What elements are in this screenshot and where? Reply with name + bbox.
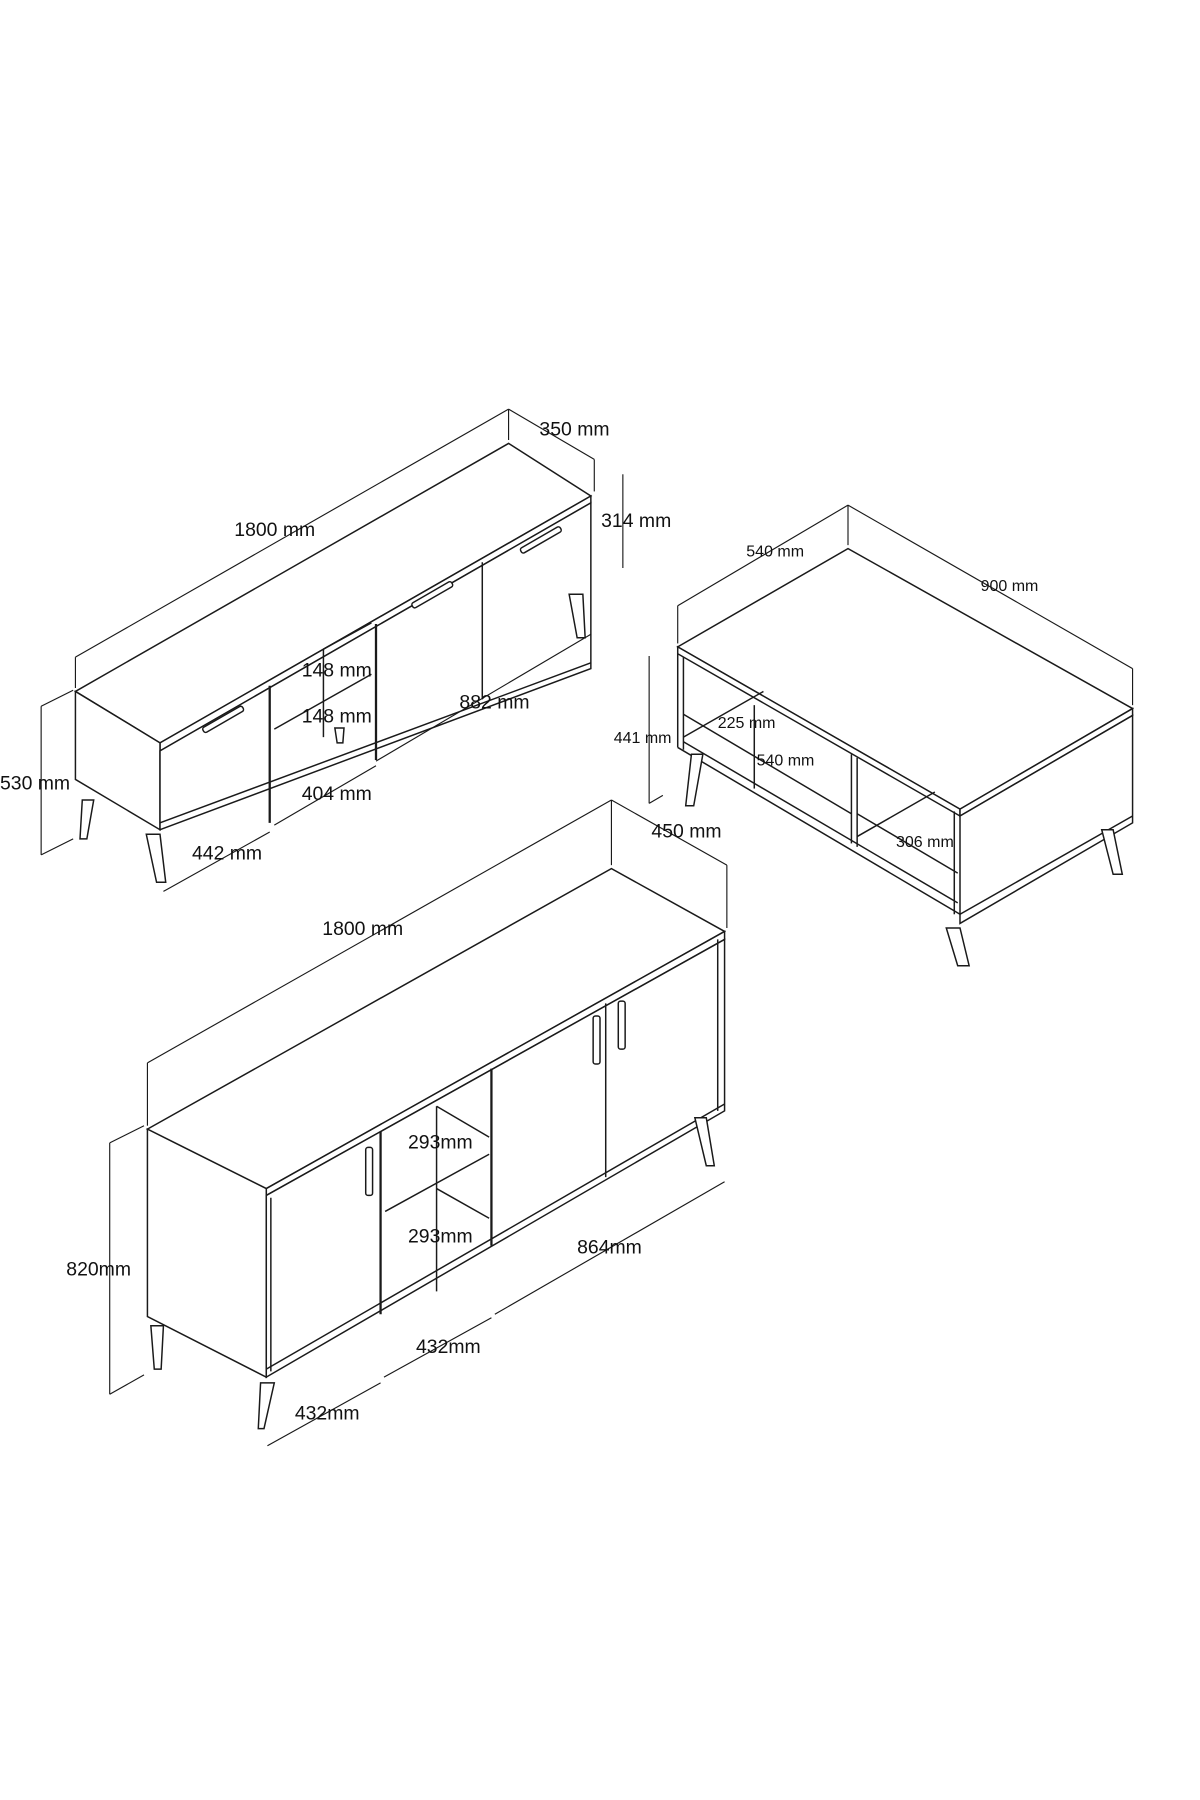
sideboard-left-door-label: 432mm xyxy=(295,1402,360,1424)
table-shelf-height-label: 225 mm xyxy=(718,715,776,732)
coffee-table-labels: 540 mm 900 mm 441 mm 225 mm 540 mm 306 m… xyxy=(614,544,1039,851)
sideboard-middle-width-label: 432mm xyxy=(416,1336,481,1358)
sideboard-shelf-bottom-label: 293mm xyxy=(408,1225,473,1247)
sideboard-labels: 1800 mm 450 mm 820mm 293mm 293mm 864mm 4… xyxy=(66,821,721,1425)
tv-height-label: 530 mm xyxy=(0,773,70,795)
handle-icon xyxy=(202,526,562,734)
tv-right-doors-label: 882 mm xyxy=(459,692,529,714)
tv-depth-label: 350 mm xyxy=(539,418,609,440)
table-shelf-width-label: 540 mm xyxy=(757,753,815,770)
sideboard-height-label: 820mm xyxy=(66,1258,131,1280)
table-depth-label: 540 mm xyxy=(746,544,804,561)
tv-shelf-bottom-label: 148 mm xyxy=(302,705,372,727)
sideboard-drawing xyxy=(109,799,728,1447)
sideboard-shelf-top-label: 293mm xyxy=(408,1132,473,1154)
sideboard-width-label: 1800 mm xyxy=(322,918,403,940)
table-width-label: 900 mm xyxy=(981,578,1039,595)
coffee-table-drawing xyxy=(648,504,1135,967)
tv-unit-labels: 1800 mm 350 mm 314 mm 530 mm 148 mm 148 … xyxy=(0,418,671,864)
tv-carcass-height-label: 314 mm xyxy=(601,510,671,532)
sideboard-right-doors-label: 864mm xyxy=(577,1237,642,1259)
handle-icon xyxy=(364,1000,626,1197)
table-height-label: 441 mm xyxy=(614,730,672,747)
tv-unit-drawing xyxy=(40,408,624,892)
tv-width-label: 1800 mm xyxy=(234,519,315,541)
tv-middle-width-label: 404 mm xyxy=(302,783,372,805)
sideboard-depth-label: 450 mm xyxy=(651,821,721,843)
tv-shelf-top-label: 148 mm xyxy=(302,660,372,682)
tv-left-door-label: 442 mm xyxy=(192,842,262,864)
table-side-compartment-label: 306 mm xyxy=(896,834,954,851)
